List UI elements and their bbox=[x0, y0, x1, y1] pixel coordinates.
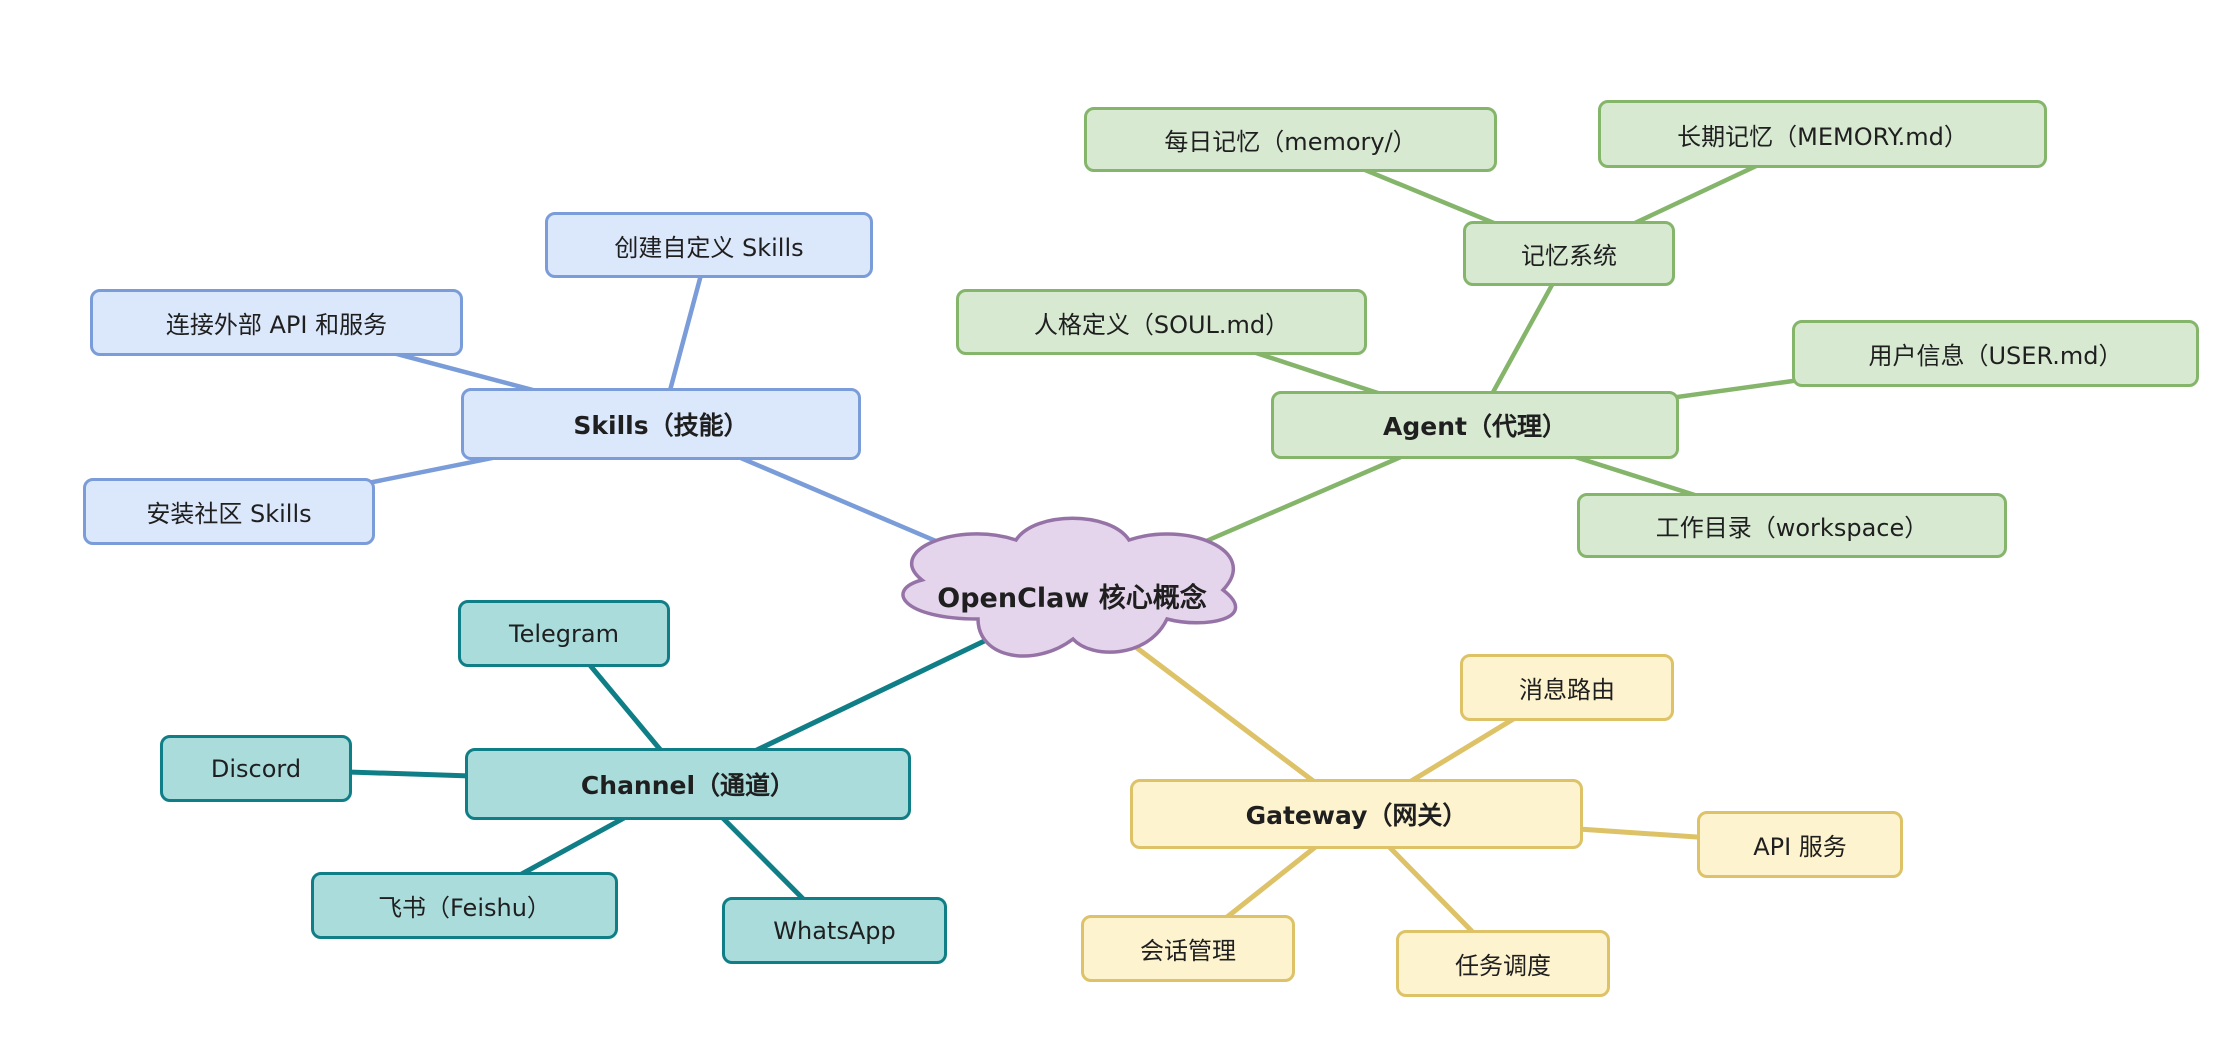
node-create-custom-skills[interactable]: 创建自定义 Skills bbox=[545, 212, 873, 278]
node-telegram[interactable]: Telegram bbox=[458, 600, 670, 667]
node-channel[interactable]: Channel（通道） bbox=[465, 748, 911, 820]
node-discord[interactable]: Discord bbox=[160, 735, 352, 802]
node-whatsapp[interactable]: WhatsApp bbox=[722, 897, 947, 964]
center-cloud-shape[interactable] bbox=[901, 516, 1238, 658]
node-community-skills[interactable]: 安装社区 Skills bbox=[83, 478, 375, 545]
node-task-scheduling[interactable]: 任务调度 bbox=[1396, 930, 1610, 997]
node-api-service[interactable]: API 服务 bbox=[1697, 811, 1903, 878]
node-workspace[interactable]: 工作目录（workspace） bbox=[1577, 493, 2007, 558]
node-memory-system[interactable]: 记忆系统 bbox=[1463, 221, 1675, 286]
node-soul[interactable]: 人格定义（SOUL.md） bbox=[956, 289, 1367, 355]
node-gateway[interactable]: Gateway（网关） bbox=[1130, 779, 1583, 849]
node-skills[interactable]: Skills（技能） bbox=[461, 388, 861, 460]
node-external-api[interactable]: 连接外部 API 和服务 bbox=[90, 289, 463, 356]
node-message-routing[interactable]: 消息路由 bbox=[1460, 654, 1674, 721]
node-feishu[interactable]: 飞书（Feishu） bbox=[311, 872, 618, 939]
node-longterm-memory[interactable]: 长期记忆（MEMORY.md） bbox=[1598, 100, 2047, 168]
node-agent[interactable]: Agent（代理） bbox=[1271, 391, 1679, 459]
node-user-info[interactable]: 用户信息（USER.md） bbox=[1792, 320, 2199, 387]
center-node-label: OpenClaw 核心概念 bbox=[937, 583, 1207, 614]
node-session-management[interactable]: 会话管理 bbox=[1081, 915, 1295, 982]
node-daily-memory[interactable]: 每日记忆（memory/） bbox=[1084, 107, 1497, 172]
